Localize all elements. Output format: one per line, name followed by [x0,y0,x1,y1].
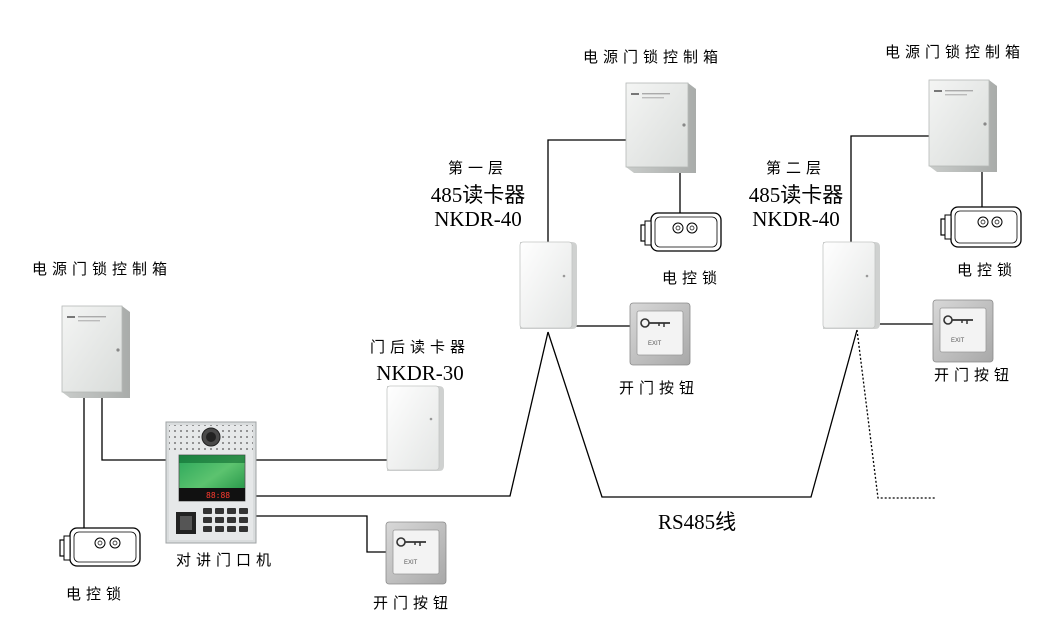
intercom-door-unit: 88:88 [165,421,257,544]
wire-leftbox-intercom [101,396,166,461]
exit-button-bottom: EXIT [385,521,447,585]
wire-floor1-box [547,139,626,242]
card-reader-floor1 [519,241,577,329]
power-box-mid [625,82,696,173]
rs485-label: RS485线 [658,510,737,534]
electric-lock-mid [640,212,722,252]
card-reader-floor2 [822,241,880,329]
wire-rs485-floor1 [255,331,549,497]
exit-text: EXIT [951,338,965,344]
electric-lock-right [940,206,1022,248]
exit-text: EXIT [404,560,418,566]
button-right-label: 开门按钮 [934,366,1015,384]
electric-lock-left [59,527,141,567]
wire-rs485-continue [856,329,936,499]
floor2-title: 第二层 [765,159,827,177]
card-reader-rear [386,385,444,471]
rear-reader-title: 门后读卡器 [369,338,471,356]
floor2-reader-type: 485读卡器 [748,183,844,207]
rear-reader-model: NKDR-30 [376,361,464,385]
lock-mid-label: 电控锁 [662,269,723,287]
power-box-right [928,79,997,172]
exit-button-mid: EXIT [629,302,691,366]
wire-intercom-button [255,515,386,553]
power-box-mid-label: 电源门锁控制箱 [583,48,724,66]
floor2-model: NKDR-40 [752,207,840,231]
wires [83,135,983,553]
exit-text: EXIT [648,341,662,347]
floor1-model: NKDR-40 [434,207,522,231]
button-bottom-label: 开门按钮 [373,594,454,612]
exit-button-right: EXIT [932,299,994,363]
floor1-reader-type: 485读卡器 [430,183,526,207]
wire-rs485-link [547,329,858,498]
power-box-left [61,305,130,398]
intercom-label: 对讲门口机 [176,551,277,569]
power-box-left-label: 电源门锁控制箱 [32,260,173,278]
power-box-right-label: 电源门锁控制箱 [885,43,1026,61]
lock-right-label: 电控锁 [957,261,1018,279]
wire-floor2-box [850,135,929,244]
lock-left-label: 电控锁 [66,585,127,603]
intercom-display: 88:88 [206,491,230,500]
floor1-title: 第一层 [447,159,509,177]
button-mid-label: 开门按钮 [619,379,700,397]
